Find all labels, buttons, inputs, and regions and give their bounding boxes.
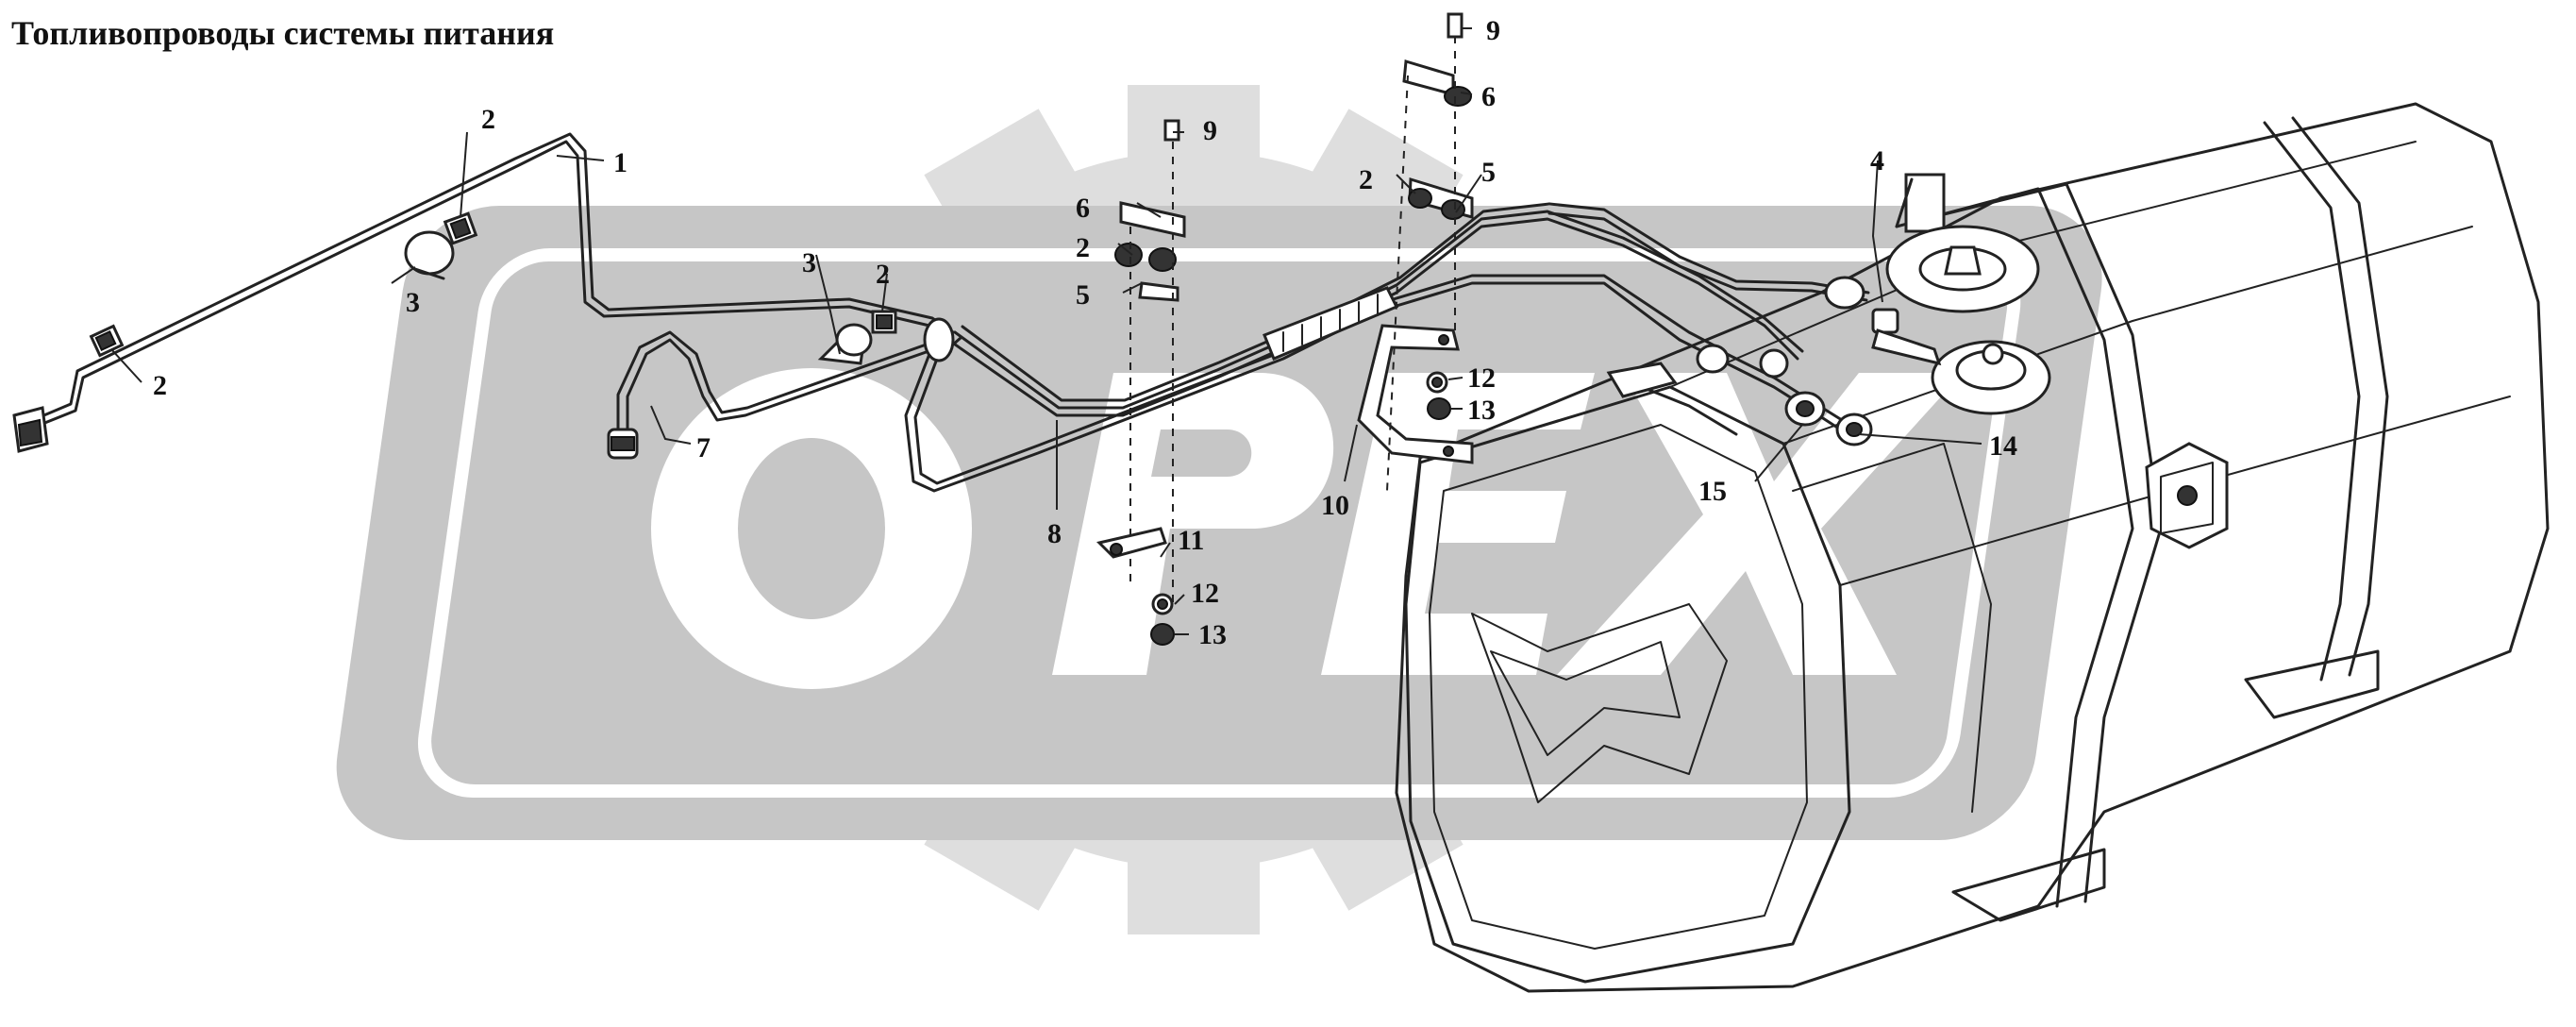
fittings xyxy=(12,12,1942,646)
callout-6b: 6 xyxy=(1076,193,1090,224)
callout-2b: 2 xyxy=(153,370,167,401)
leader-lines xyxy=(110,27,1982,635)
callout-14: 14 xyxy=(1989,430,2017,462)
callout-1: 1 xyxy=(613,147,627,178)
watermark-letters xyxy=(651,368,1963,689)
callout-2a: 2 xyxy=(481,104,495,135)
callout-4: 4 xyxy=(1870,145,1884,177)
callout-13b: 13 xyxy=(1198,619,1227,650)
diagram-title: Топливопроводы системы питания xyxy=(11,14,555,52)
callout-13a: 13 xyxy=(1467,395,1496,426)
callout-9a: 9 xyxy=(1486,15,1500,46)
watermark-logo xyxy=(336,85,2102,934)
callout-7: 7 xyxy=(696,432,711,463)
watermark-gear-tooth xyxy=(1128,85,1260,217)
callout-15: 15 xyxy=(1698,476,1727,507)
callout-9b: 9 xyxy=(1203,115,1217,146)
callout-2e: 2 xyxy=(1359,164,1373,195)
watermark-band-inner xyxy=(418,248,2021,798)
callout-3b: 3 xyxy=(802,247,816,278)
callout-11: 11 xyxy=(1178,525,1204,556)
callout-12a: 12 xyxy=(1467,362,1496,394)
callout-8: 8 xyxy=(1047,518,1062,549)
callout-2c: 2 xyxy=(876,259,890,290)
callout-5b: 5 xyxy=(1076,279,1090,311)
callout-6a: 6 xyxy=(1481,81,1496,112)
callout-10: 10 xyxy=(1321,490,1349,521)
callout-12b: 12 xyxy=(1191,578,1219,609)
callout-2d: 2 xyxy=(1076,232,1090,263)
callout-3a: 3 xyxy=(406,287,420,318)
callout-labels: 1 2 2 2 2 2 3 3 4 5 5 6 6 7 8 9 9 10 11 … xyxy=(153,15,2017,650)
callout-5a: 5 xyxy=(1481,157,1496,188)
